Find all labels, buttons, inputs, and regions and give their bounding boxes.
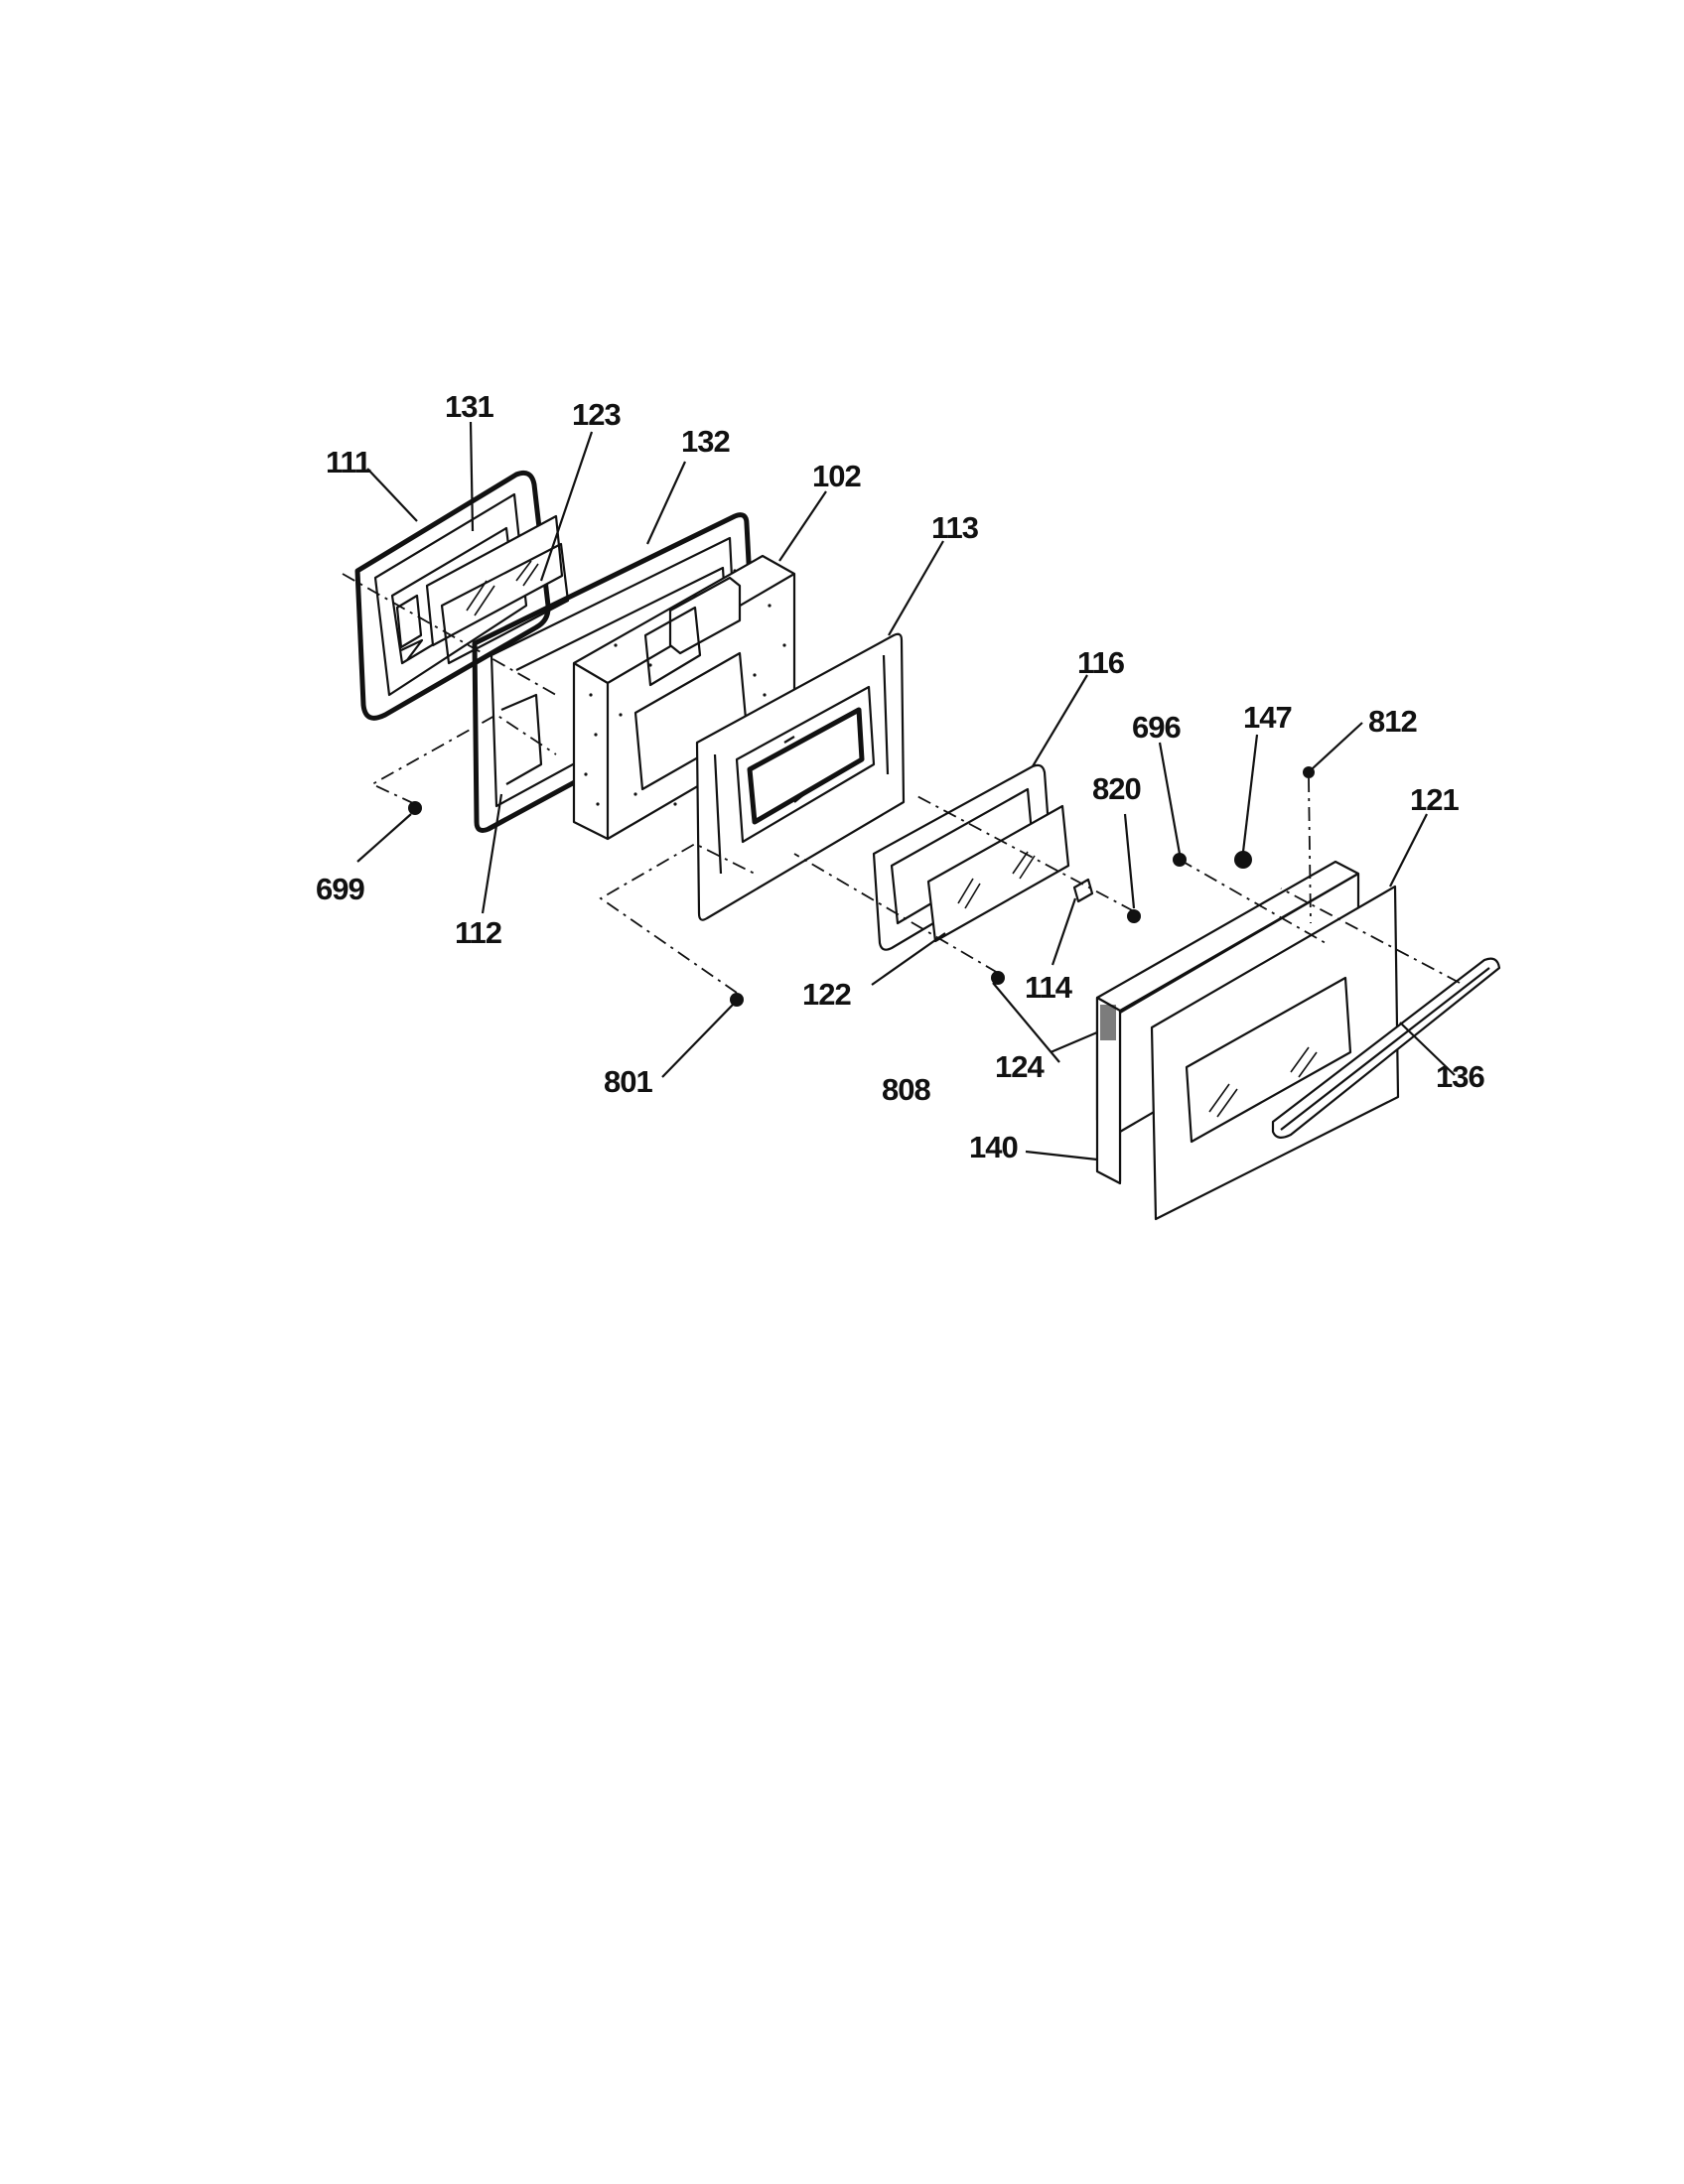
screw-699 — [408, 801, 422, 815]
callout-696: 696 — [1132, 710, 1181, 745]
screw-812 — [1303, 766, 1315, 778]
callout-116: 116 — [1077, 645, 1125, 680]
part-123-glass-panel — [440, 542, 570, 665]
callout-123: 123 — [572, 397, 621, 432]
part-102-insulation — [572, 554, 796, 841]
callout-102: 102 — [812, 459, 861, 493]
callout-808: 808 — [882, 1072, 930, 1107]
callout-699: 699 — [316, 872, 364, 906]
callout-112: 112 — [455, 915, 501, 950]
part-122-window-glass — [926, 804, 1070, 943]
callout-122: 122 — [802, 977, 851, 1012]
part-113-door-panel — [695, 632, 906, 921]
callout-113: 113 — [931, 510, 979, 545]
callout-820: 820 — [1092, 771, 1141, 806]
callout-132: 132 — [681, 424, 730, 459]
screw-820 — [1127, 909, 1141, 923]
callout-131: 131 — [445, 389, 493, 424]
callout-801: 801 — [604, 1064, 652, 1099]
callout-136: 136 — [1436, 1059, 1484, 1094]
screw-808 — [991, 971, 1005, 985]
part-131-inner-glass — [425, 514, 564, 647]
callout-121: 121 — [1410, 782, 1459, 817]
callout-812: 812 — [1368, 704, 1417, 739]
part-136-handle — [1271, 957, 1501, 1139]
assembly-lines — [342, 573, 1461, 994]
leader-lines — [356, 421, 1456, 1161]
screw-801 — [730, 993, 744, 1007]
callout-114: 114 — [1025, 970, 1073, 1005]
callout-111: 111 — [326, 445, 371, 479]
part-114-clip — [1072, 878, 1094, 903]
callout-124: 124 — [995, 1049, 1045, 1084]
callouts: 111 131 123 132 102 113 116 696 147 812 … — [316, 389, 1485, 1164]
callout-147: 147 — [1243, 700, 1292, 735]
part-121-outer-panel — [1150, 885, 1400, 1221]
screw-147 — [1234, 851, 1252, 869]
callout-140: 140 — [969, 1130, 1018, 1164]
